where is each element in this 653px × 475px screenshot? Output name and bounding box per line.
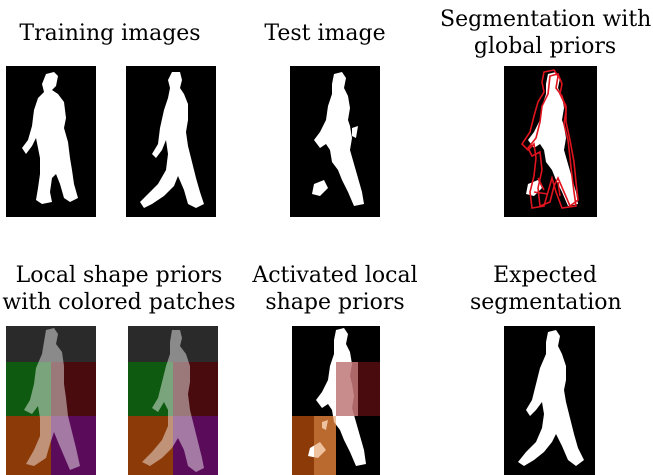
activated-local-shape-priors-image — [292, 326, 380, 475]
caption-line: Expected — [493, 263, 597, 288]
local-shape-priors-image-2 — [128, 326, 218, 475]
caption-line: global priors — [473, 34, 617, 59]
silhouette-test-icon — [312, 72, 364, 206]
caption-segmentation-global-priors: Segmentation with global priors — [440, 6, 652, 60]
silhouette-expected-icon — [518, 330, 584, 466]
caption-line: segmentation — [470, 290, 622, 315]
caption-activated-local-shape-priors: Activated local shape priors — [250, 262, 420, 316]
activated-patches-icon — [292, 328, 380, 475]
caption-local-shape-priors: Local shape priors with colored patches — [0, 262, 238, 316]
silhouette-contour-overlay-icon — [520, 69, 579, 209]
caption-expected-segmentation: Expected segmentation — [470, 262, 622, 316]
test-image — [290, 66, 380, 217]
caption-line: Activated local — [252, 263, 418, 288]
caption-line: Segmentation with — [440, 7, 652, 32]
colored-patches-icon — [6, 326, 96, 475]
silhouette-walking-icon — [140, 72, 204, 208]
training-image-1 — [6, 66, 96, 217]
segmentation-global-priors-image — [504, 66, 597, 217]
caption-test-image: Test image — [264, 21, 386, 46]
caption-training-images: Training images — [19, 21, 201, 46]
silhouette-standing-icon — [22, 72, 78, 204]
local-shape-priors-image-1 — [6, 326, 96, 475]
caption-line: shape priors — [265, 290, 405, 315]
caption-line: Local shape priors — [15, 263, 223, 288]
caption-line: with colored patches — [2, 290, 236, 315]
training-image-2 — [126, 66, 216, 217]
expected-segmentation-image — [504, 326, 595, 475]
colored-patches-icon — [128, 326, 218, 475]
